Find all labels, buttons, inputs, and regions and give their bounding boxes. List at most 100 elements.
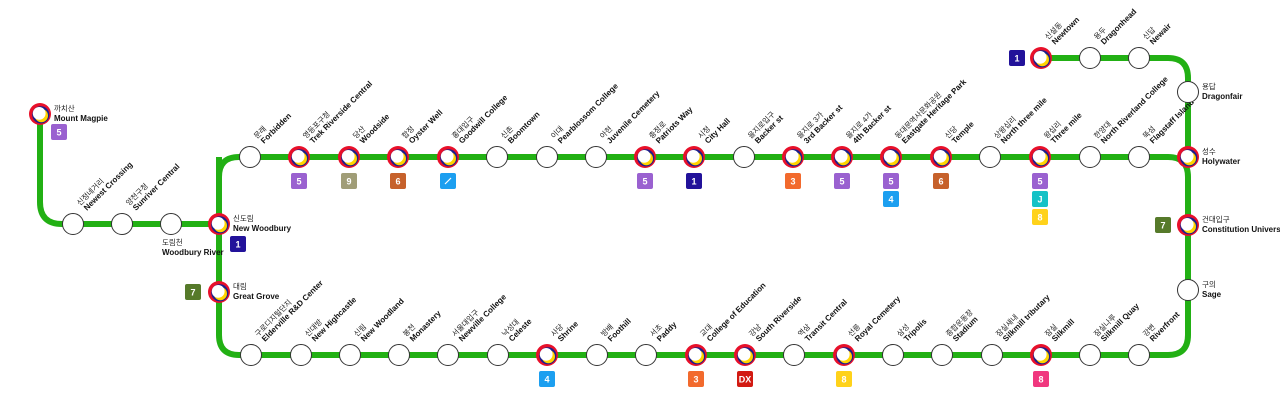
line-badge-box — [1009, 50, 1025, 66]
station-core — [211, 285, 225, 298]
station-marker — [931, 344, 953, 366]
station-marker — [585, 146, 607, 168]
line-badge-label: 5 — [888, 176, 893, 186]
line-badge-label: 8 — [1038, 374, 1043, 384]
line-badge-box — [883, 191, 899, 207]
station-marker — [1079, 344, 1101, 366]
station-core — [1033, 51, 1047, 64]
line-badge-3[interactable]: 3 — [688, 371, 704, 387]
line-badge-7[interactable]: 7 — [185, 284, 201, 300]
station-core — [539, 348, 553, 361]
line-badge-label: DX — [739, 374, 752, 384]
station-core — [686, 150, 700, 163]
station-marker — [783, 344, 805, 366]
station-name-en: Dragonfair — [1202, 92, 1242, 101]
line-badge-box — [291, 173, 307, 189]
line-badge-1[interactable]: 1 — [1009, 50, 1025, 66]
line-badge-5[interactable]: 5 — [637, 173, 653, 189]
line-badge-box — [834, 173, 850, 189]
line-badge-7[interactable]: 7 — [1155, 217, 1171, 233]
station-name-en: Woodbury River — [162, 248, 224, 257]
line-badge-label: 5 — [1037, 176, 1042, 186]
line-track-segment — [1041, 55, 1191, 157]
line-badge-8[interactable]: 8 — [836, 371, 852, 387]
station-core — [1032, 150, 1046, 163]
line-badge-label: 4 — [888, 194, 893, 204]
line-badge-box — [688, 371, 704, 387]
line-badge-box — [933, 173, 949, 189]
line-badge-5[interactable]: 5 — [291, 173, 307, 189]
station-name-en: Constitution University — [1202, 225, 1280, 234]
station-core — [933, 150, 947, 163]
line-badge-8[interactable]: 8 — [1032, 209, 1048, 225]
station-name-ko: 용답 — [1202, 81, 1216, 91]
line-badge-box — [341, 173, 357, 189]
line-badge-J[interactable]: J — [1032, 191, 1048, 207]
line-badge-1[interactable]: 1 — [686, 173, 702, 189]
line-badge-6[interactable]: 6 — [390, 173, 406, 189]
line-badge-8p[interactable]: 8 — [1033, 371, 1049, 387]
line-badge-5[interactable]: 5 — [834, 173, 850, 189]
station-core — [291, 150, 305, 163]
line-badge-1[interactable]: 1 — [230, 236, 246, 252]
station-marker — [111, 213, 133, 235]
line-badge-box — [836, 371, 852, 387]
station-marker — [981, 344, 1003, 366]
station-core — [1033, 348, 1047, 361]
line-badge-6[interactable]: 6 — [933, 173, 949, 189]
line-badge-5[interactable]: 5 — [883, 173, 899, 189]
station-core — [785, 150, 799, 163]
station-core — [32, 107, 46, 120]
station-core — [834, 150, 848, 163]
line-badge-box — [737, 371, 753, 387]
line-badge-label: 6 — [395, 176, 400, 186]
station-core — [1180, 150, 1194, 163]
slash-icon — [444, 177, 452, 185]
station-core — [836, 348, 850, 361]
line-badge-5[interactable]: 5 — [51, 124, 67, 140]
line-badge-box — [1155, 217, 1171, 233]
line-badge-4[interactable]: 4 — [539, 371, 555, 387]
station-marker — [733, 146, 755, 168]
station-name-en: South Riverside — [754, 294, 804, 344]
station-name-en: Transit Central — [803, 297, 849, 343]
line-badge-4[interactable]: 4 — [883, 191, 899, 207]
line-track-segment — [37, 114, 219, 227]
station-name-ko: 건대입구 — [1202, 214, 1230, 224]
line-badge-label: 5 — [296, 176, 301, 186]
station-name-en: Royal Cemetery — [853, 294, 903, 344]
line-badge-9[interactable]: 9 — [341, 173, 357, 189]
station-name-en: New Woodbury — [233, 224, 292, 233]
line-badge-DX[interactable]: DX — [737, 371, 753, 387]
line-badge-label: J — [1037, 194, 1042, 204]
station-name-ko: 구의 — [1202, 279, 1216, 289]
line-badge-5[interactable]: 5 — [1032, 173, 1048, 189]
station-name-ko: 대림 — [233, 282, 247, 291]
station-name-ko: 신도림 — [233, 214, 254, 223]
line-badge-3[interactable]: 3 — [785, 173, 801, 189]
station-name-ko: 성수 — [1202, 147, 1216, 156]
line-badge-slash[interactable] — [440, 173, 456, 189]
